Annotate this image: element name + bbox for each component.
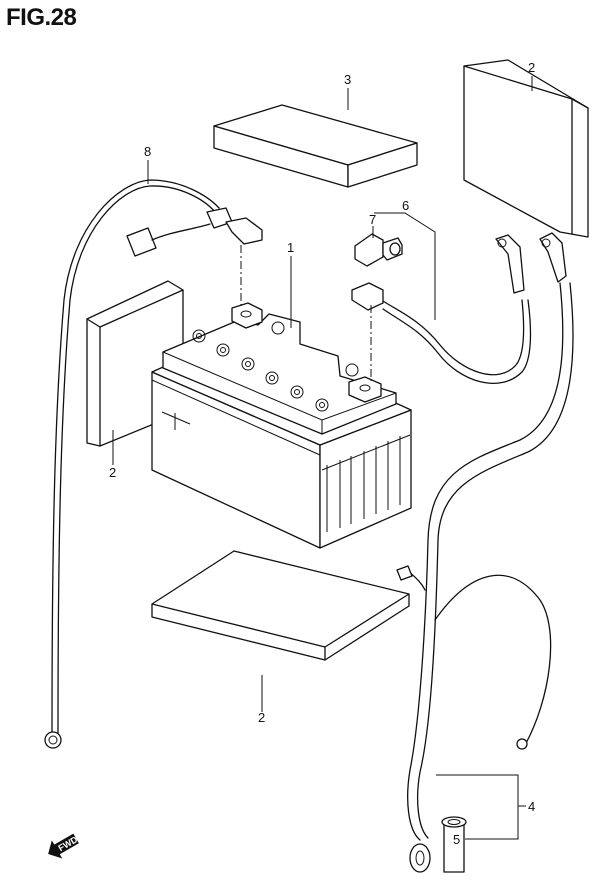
callout-7: 7 — [369, 212, 376, 227]
positive-cable[interactable] — [351, 234, 532, 384]
leader-lines — [112, 76, 533, 840]
figure-title: FIG.28 — [6, 4, 77, 31]
callout-8: 8 — [144, 144, 151, 159]
callout-2-bottom: 2 — [258, 710, 265, 725]
fwd-direction-badge: FWD — [48, 833, 80, 859]
callout-5: 5 — [453, 832, 460, 847]
battery[interactable] — [151, 302, 412, 549]
callout-2-left: 2 — [109, 465, 116, 480]
pad-top[interactable] — [213, 104, 418, 188]
wiring-lead[interactable] — [44, 179, 263, 749]
callout-2-right: 2 — [528, 60, 535, 75]
callout-3: 3 — [344, 72, 351, 87]
callout-4: 4 — [528, 799, 535, 814]
fwd-label: FWD — [57, 834, 80, 853]
terminal-cap[interactable] — [441, 816, 467, 873]
negative-cable[interactable] — [396, 232, 574, 873]
terminal-cover[interactable] — [354, 233, 403, 267]
callout-6: 6 — [402, 198, 409, 213]
callout-1: 1 — [287, 240, 294, 255]
pad-bottom[interactable] — [151, 550, 410, 661]
pad-right[interactable] — [463, 59, 589, 238]
alignment-lines — [240, 245, 372, 381]
